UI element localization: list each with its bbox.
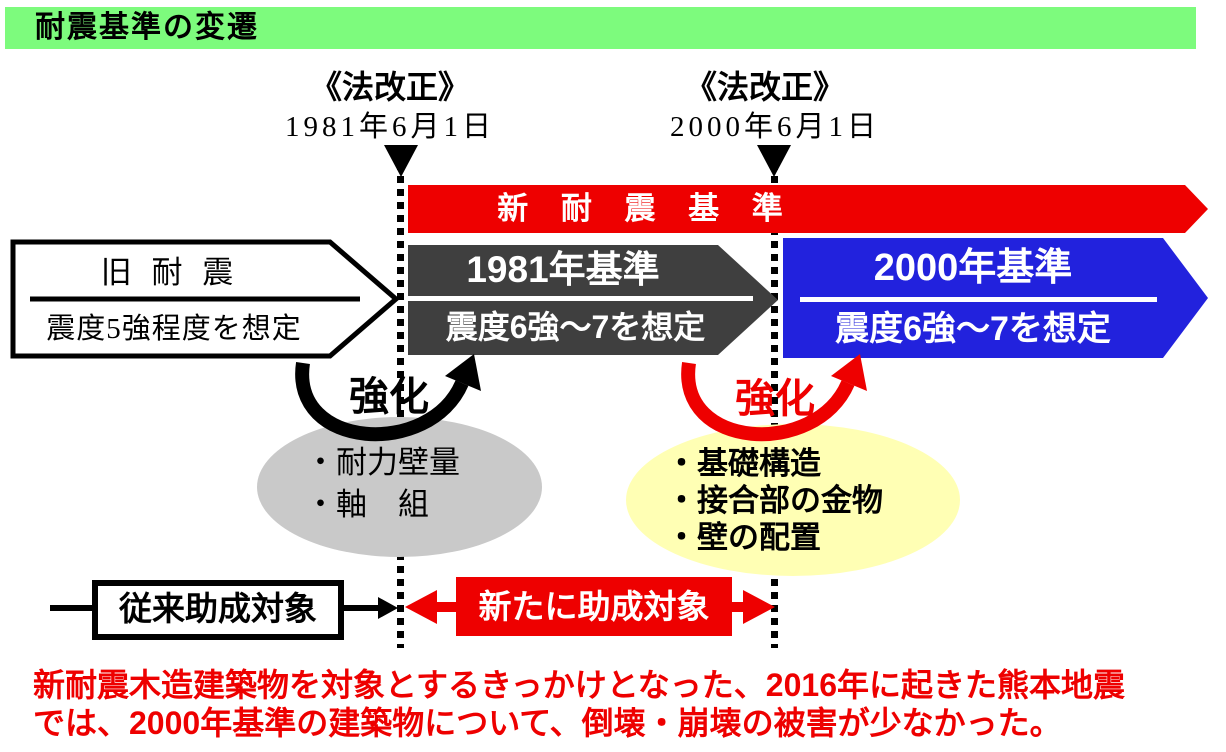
standard-1981-subtitle: 震度6強～7を想定: [445, 309, 706, 345]
strengthen-label-1981: 強化: [349, 375, 429, 419]
reinforcement-2000-item: ・壁の配置: [666, 520, 821, 555]
new-subsidy-arrowhead-left-icon: [405, 590, 437, 624]
old-standard-title: 旧 耐 震: [100, 255, 240, 290]
standard-2000-arrow: 2000年基準 震度6強～7を想定: [783, 238, 1208, 358]
reinforcement-2000-item: ・基礎構造: [666, 446, 821, 481]
old-standard-subtitle: 震度5強程度を想定: [46, 313, 302, 345]
standard-1981-divider: [408, 296, 753, 301]
title-banner: 耐震基準の変遷: [5, 7, 1196, 49]
reinforcement-2000-item: ・接合部の金物: [666, 483, 883, 518]
timeline-marker-1981-icon: [384, 145, 418, 177]
reinforcement-2000-ellipse: ・基礎構造 ・接合部の金物 ・壁の配置: [626, 424, 960, 576]
law-revision-2000-date: 2000年6月1日: [669, 111, 880, 143]
new-seismic-standard-label: 新 耐 震 基 準: [497, 191, 795, 226]
footnote-line-2: では、2000年基準の建築物について、倒壊・崩壊の被害が少なかった。: [33, 705, 1062, 741]
strengthen-label-2000: 強化: [735, 377, 815, 421]
legacy-subsidy-arrowhead-icon: [378, 597, 398, 619]
law-revision-2000-label: 《法改正》: [684, 69, 845, 105]
reinforcement-1981-item: ・軸 組: [305, 487, 429, 522]
legacy-subsidy-box: 従来助成対象: [92, 580, 344, 640]
standard-1981-arrow: 1981年基準 震度6強～7を想定: [408, 245, 778, 355]
strengthen-arrowhead-2000-icon: [831, 354, 867, 391]
law-revision-1981-label: 《法改正》: [309, 69, 470, 105]
footnote-line-1: 新耐震木造建築物を対象とするきっかけとなった、2016年に起きた熊本地震: [33, 667, 1125, 703]
timeline-marker-2000-icon: [757, 145, 791, 177]
strengthen-arrowhead-1981-icon: [445, 354, 481, 391]
standard-1981-title: 1981年基準: [466, 249, 660, 290]
standard-2000-subtitle: 震度6強～7を想定: [835, 310, 1111, 348]
reinforcement-1981-ellipse: ・耐力壁量 ・軸 組: [257, 417, 542, 557]
reinforcement-1981-item: ・耐力壁量: [305, 445, 460, 480]
standard-2000-divider: [800, 297, 1157, 302]
law-revision-1981-date: 1981年6月1日: [284, 111, 495, 143]
new-subsidy-label: 新たに助成対象: [456, 577, 732, 636]
new-seismic-standard-banner: 新 耐 震 基 準: [408, 185, 1208, 233]
legacy-subsidy-label: 従来助成対象: [119, 590, 317, 627]
standard-2000-title: 2000年基準: [873, 247, 1073, 289]
page-title: 耐震基準の変遷: [35, 11, 259, 44]
